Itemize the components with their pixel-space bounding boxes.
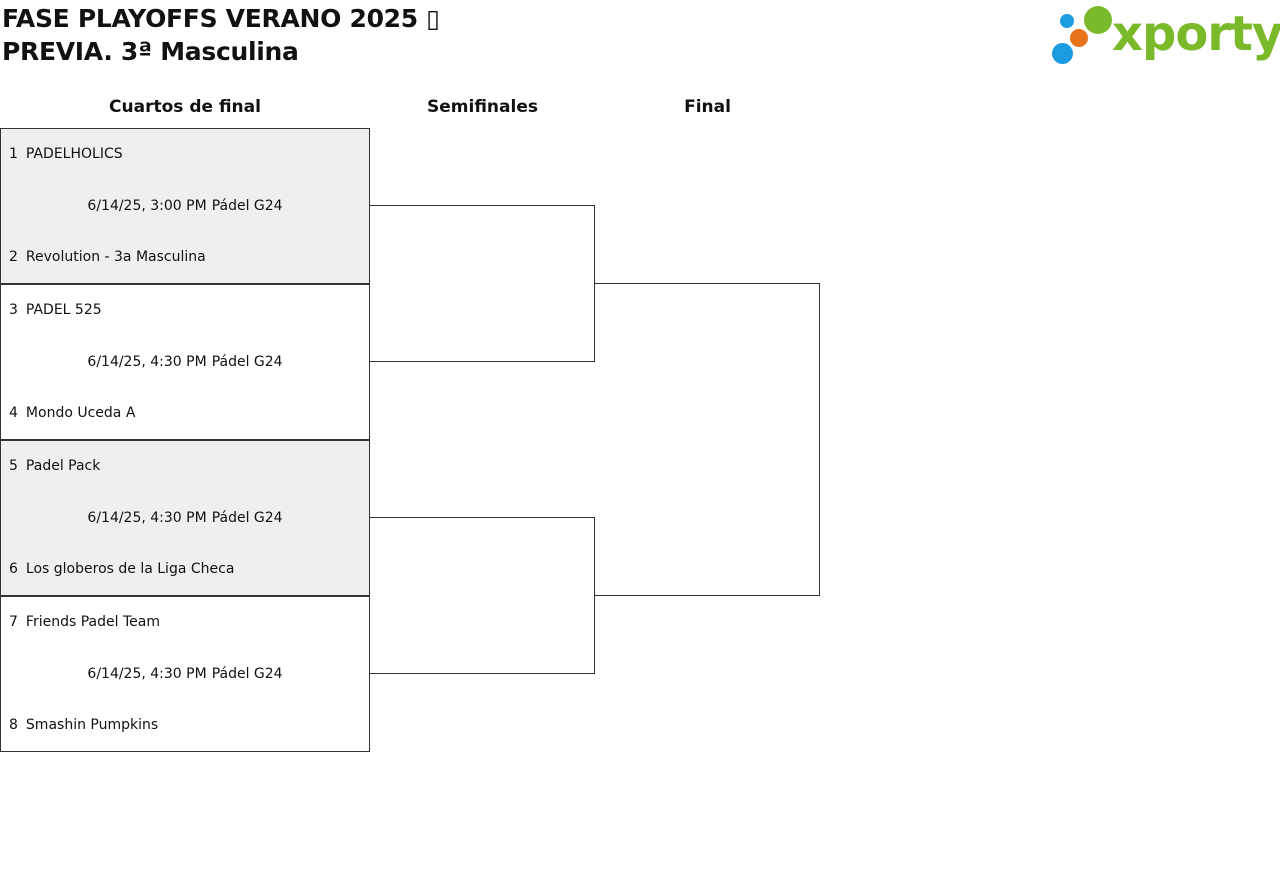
xporty-logo: xporty xyxy=(1050,4,1280,66)
team-name: PADEL 525 xyxy=(25,302,102,318)
team-name: Los globeros de la Liga Checa xyxy=(25,561,235,577)
team-seed: 2 xyxy=(9,249,18,265)
team-seed: 5 xyxy=(9,458,18,474)
page-title: FASE PLAYOFFS VERANO 2025 ▯ xyxy=(2,4,440,33)
team-seed: 7 xyxy=(9,614,18,630)
team-slot[interactable]: 3 PADEL 525 xyxy=(9,301,102,319)
logo-dot-blue-small xyxy=(1060,14,1074,28)
logo-wordmark: xporty xyxy=(1112,6,1280,62)
team-slot[interactable]: 2 Revolution - 3a Masculina xyxy=(9,248,206,266)
final-slot[interactable] xyxy=(594,283,820,596)
team-name: Friends Padel Team xyxy=(25,614,160,630)
team-name: Padel Pack xyxy=(25,458,101,474)
logo-dot-blue-large xyxy=(1052,43,1073,64)
round-label-quarterfinals: Cuartos de final xyxy=(109,97,261,117)
match-datetime: 6/14/25, 3:00 PM xyxy=(87,198,207,214)
team-name: Revolution - 3a Masculina xyxy=(25,249,206,265)
team-slot[interactable]: 5 Padel Pack xyxy=(9,457,100,475)
match-datetime: 6/14/25, 4:30 PM xyxy=(87,666,207,682)
team-name: PADELHOLICS xyxy=(25,146,123,162)
match-venue: Pádel G24 xyxy=(211,198,283,214)
semifinal-slot[interactable] xyxy=(369,517,595,674)
team-slot[interactable]: 8 Smashin Pumpkins xyxy=(9,716,158,734)
semifinal-slot[interactable] xyxy=(369,205,595,362)
logo-dot-orange xyxy=(1070,29,1088,47)
team-slot[interactable]: 1 PADELHOLICS xyxy=(9,145,123,163)
team-name: Smashin Pumpkins xyxy=(25,717,159,733)
match-venue: Pádel G24 xyxy=(211,354,283,370)
team-seed: 8 xyxy=(9,717,18,733)
match-datetime: 6/14/25, 4:30 PM xyxy=(87,510,207,526)
page-subtitle: PREVIA. 3ª Masculina xyxy=(2,37,299,66)
team-slot[interactable]: 4 Mondo Uceda A xyxy=(9,404,135,422)
match-venue: Pádel G24 xyxy=(211,666,283,682)
team-name: Mondo Uceda A xyxy=(25,405,136,421)
team-seed: 6 xyxy=(9,561,18,577)
round-label-semifinals: Semifinales xyxy=(427,97,538,117)
team-seed: 3 xyxy=(9,302,18,318)
team-seed: 4 xyxy=(9,405,18,421)
team-slot[interactable]: 7 Friends Padel Team xyxy=(9,613,160,631)
team-slot[interactable]: 6 Los globeros de la Liga Checa xyxy=(9,560,234,578)
match-datetime: 6/14/25, 4:30 PM xyxy=(87,354,207,370)
team-seed: 1 xyxy=(9,146,18,162)
round-label-final: Final xyxy=(684,97,731,117)
match-venue: Pádel G24 xyxy=(211,510,283,526)
logo-dot-green xyxy=(1084,6,1112,34)
page-header: FASE PLAYOFFS VERANO 2025 ▯ PREVIA. 3ª M… xyxy=(2,2,440,68)
